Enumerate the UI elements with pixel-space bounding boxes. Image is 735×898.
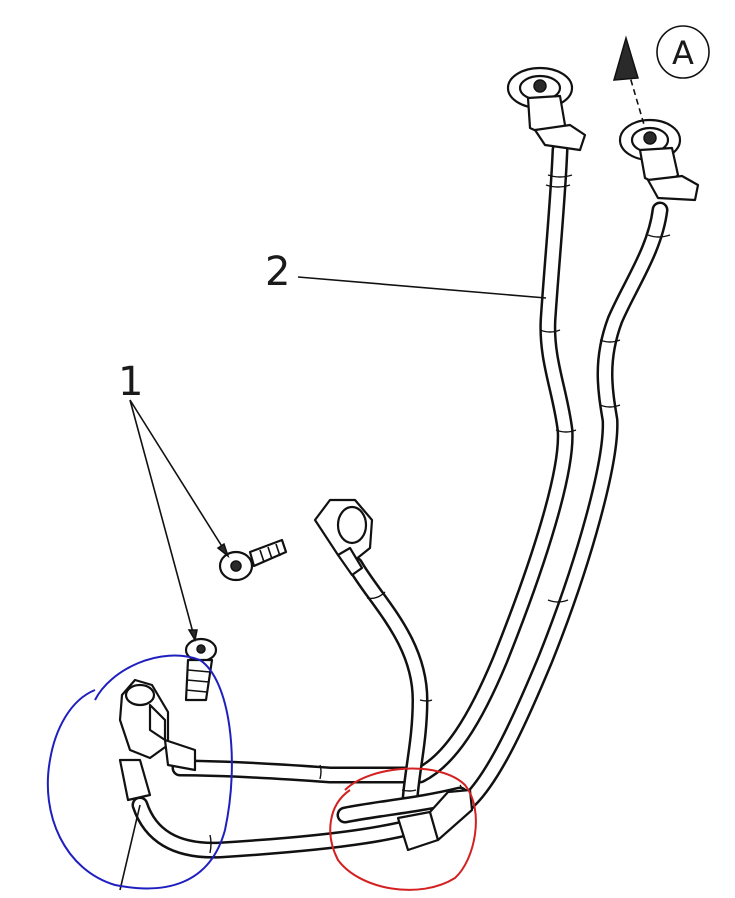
hose-2-right — [131, 201, 669, 859]
connector-block — [396, 788, 474, 852]
arrow-up-icon — [612, 35, 639, 81]
hose-2-left — [171, 141, 574, 784]
hose-bands — [209, 174, 671, 854]
callout-2: 2 — [265, 249, 290, 295]
view-ref-label: A — [672, 34, 694, 72]
bolt-lower — [184, 637, 218, 702]
mid-fitting — [313, 498, 374, 577]
callout-1: 1 — [118, 359, 143, 405]
red-markup-circle — [329, 767, 477, 891]
coupling-right-top — [618, 118, 700, 202]
view-reference: A — [612, 25, 710, 129]
lower-fitting — [118, 678, 197, 802]
bleed-hose — [346, 556, 429, 809]
blue-markup-circle — [46, 654, 233, 890]
leader-lines — [119, 276, 547, 891]
bolt-upper — [218, 538, 288, 582]
coupling-left-top — [506, 66, 587, 152]
view-ref-circle — [656, 25, 710, 79]
